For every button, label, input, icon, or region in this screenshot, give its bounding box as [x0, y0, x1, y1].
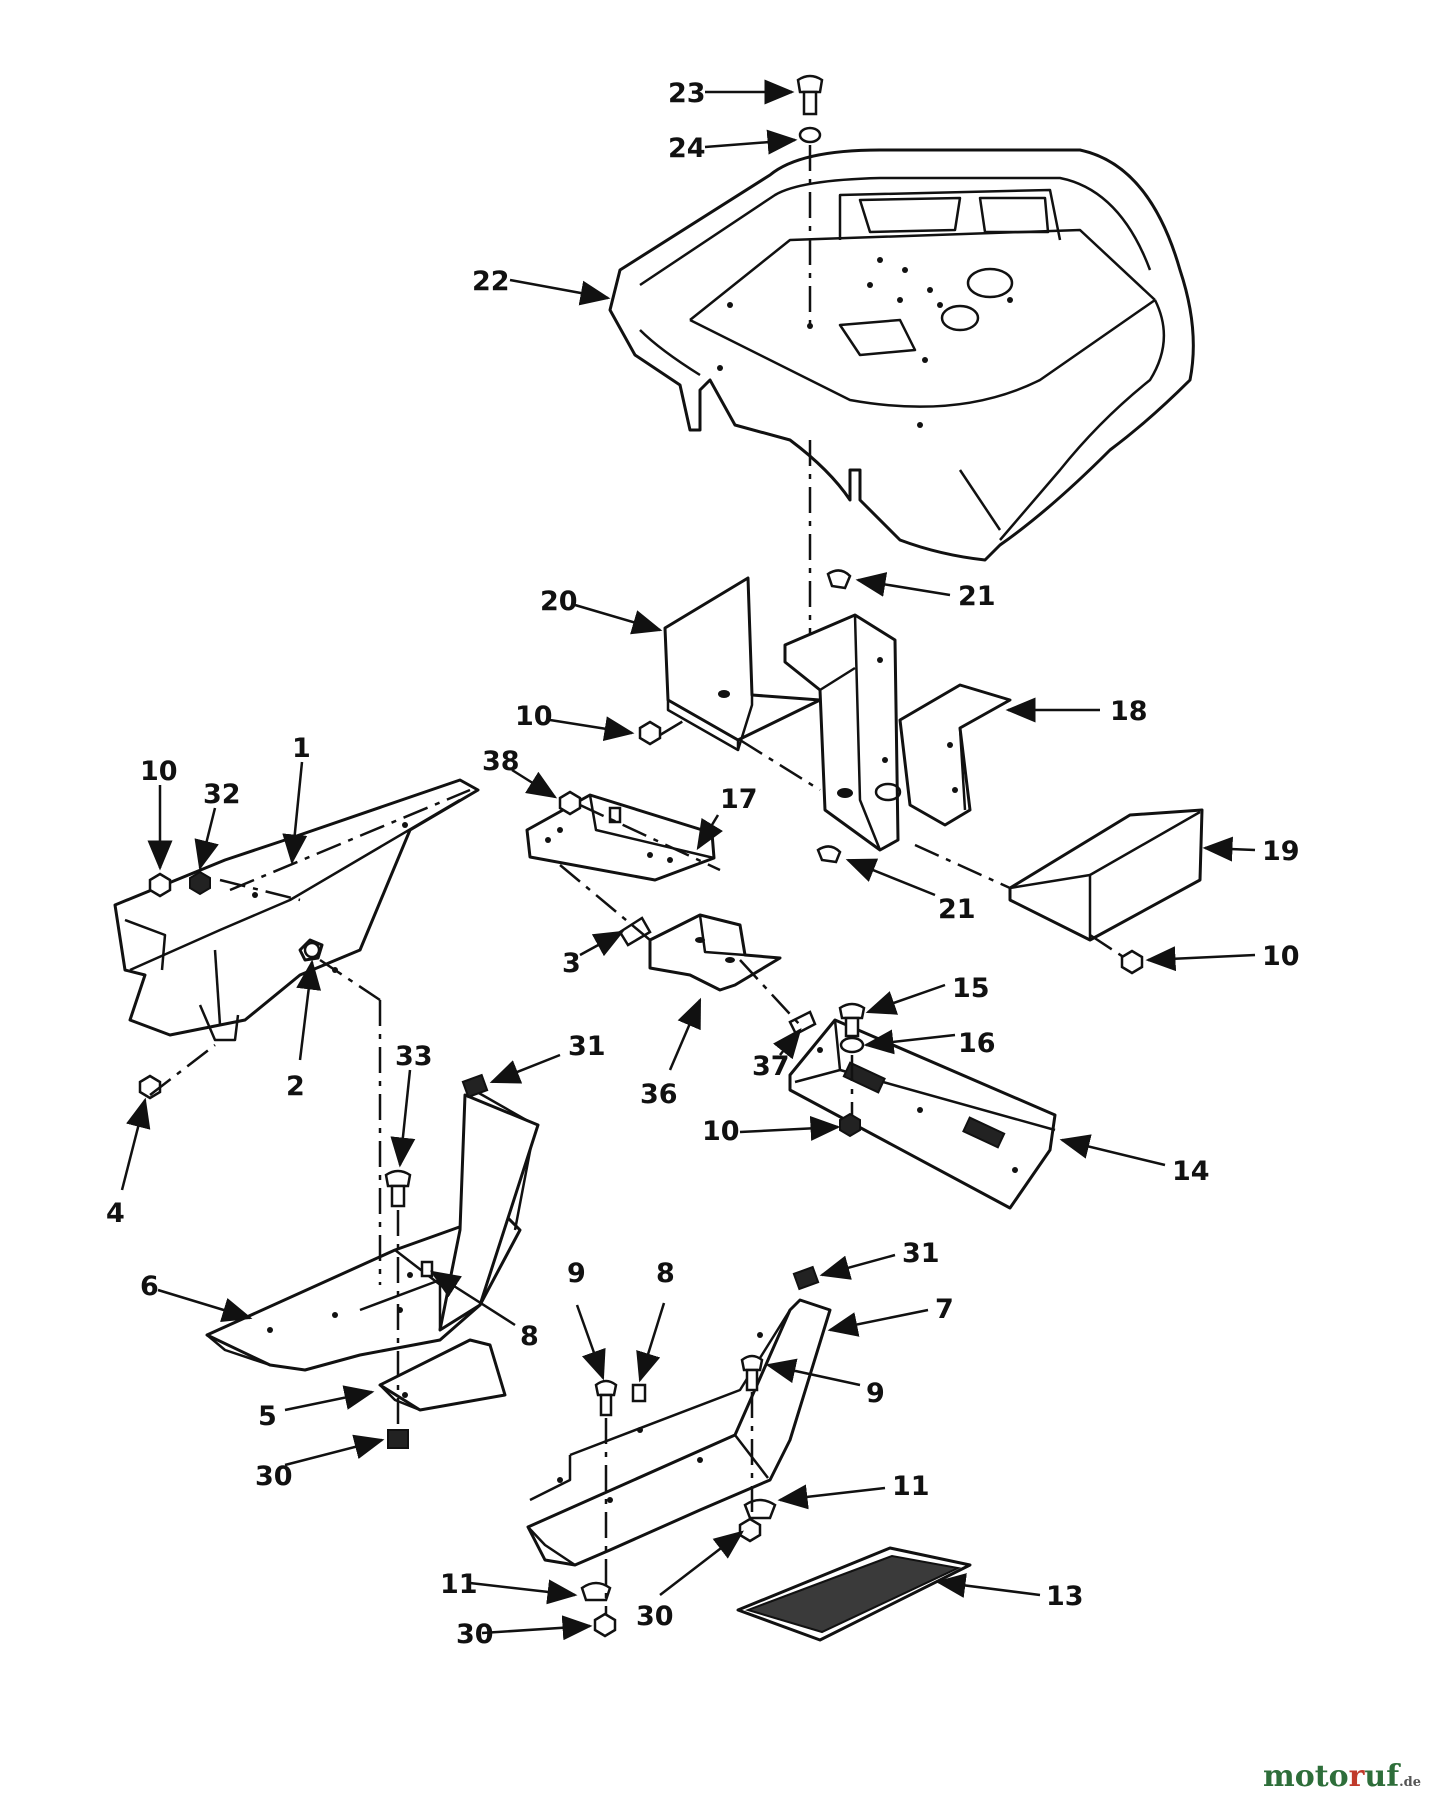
callout-label: 4 — [106, 1198, 125, 1229]
bracket-18 — [898, 683, 1012, 827]
callout-label: 6 — [140, 1271, 159, 1302]
callout-label: 24 — [668, 133, 706, 164]
callout-label: 10 — [1262, 941, 1300, 972]
callout-label: 31 — [902, 1238, 940, 1269]
callout-label: 21 — [938, 894, 976, 925]
callout-label: 21 — [958, 581, 996, 612]
callout-label: 38 — [482, 746, 520, 777]
callout-label: 17 — [720, 784, 758, 815]
bracket-36 — [648, 913, 782, 992]
callout-label: 10 — [140, 756, 178, 787]
footrest-7 — [526, 1298, 832, 1567]
callout-label: 9 — [567, 1258, 586, 1289]
callouts: 23 24 22 21 20 18 10 38 17 1 32 10 19 21… — [106, 78, 1300, 1650]
callout-label: 19 — [1262, 836, 1300, 867]
support-bracket-21 — [783, 613, 902, 852]
callout-label: 11 — [892, 1471, 930, 1502]
callout-label: 5 — [258, 1401, 277, 1432]
callout-label: 8 — [656, 1258, 675, 1289]
watermark-suffix: .de — [1399, 1775, 1421, 1790]
bracket-20 — [663, 576, 822, 752]
callout-label: 37 — [752, 1051, 790, 1082]
callout-label: 16 — [958, 1028, 996, 1059]
callout-label: 10 — [515, 701, 553, 732]
callout-label: 10 — [702, 1116, 740, 1147]
bolt-23-icon — [796, 74, 824, 116]
callout-label: 23 — [668, 78, 706, 109]
callout-label: 36 — [640, 1079, 678, 1110]
assembly-lines — [149, 718, 1126, 1615]
mat-13 — [736, 1546, 972, 1642]
footrest-6 — [205, 1086, 540, 1372]
callout-label: 30 — [456, 1619, 494, 1650]
callout-label: 3 — [562, 948, 581, 979]
callout-label: 30 — [255, 1461, 293, 1492]
callout-label: 18 — [1110, 696, 1148, 727]
watermark-part: moto — [1262, 1759, 1349, 1794]
callout-label: 7 — [935, 1294, 954, 1325]
bracket-17 — [525, 793, 716, 882]
callout-label: 14 — [1172, 1156, 1210, 1187]
side-panel-1 — [113, 778, 480, 1042]
washer-24-icon — [798, 126, 822, 144]
callout-label: 1 — [292, 733, 311, 764]
callout-label: 13 — [1046, 1581, 1084, 1612]
callout-label: 20 — [540, 586, 578, 617]
callout-label: 32 — [203, 779, 241, 810]
callout-label: 11 — [440, 1569, 478, 1600]
bracket-5 — [378, 1338, 507, 1412]
rail-14 — [788, 1018, 1057, 1210]
callout-label: 22 — [472, 266, 510, 297]
callout-label: 33 — [395, 1041, 433, 1072]
callout-label: 15 — [952, 973, 990, 1004]
fasteners — [138, 569, 1144, 1638]
callout-label: 30 — [636, 1601, 674, 1632]
watermark-part: r — [1348, 1759, 1365, 1794]
watermark-logo: motoruf.de — [1263, 1759, 1421, 1794]
callout-label: 31 — [568, 1031, 606, 1062]
callout-label: 9 — [866, 1378, 885, 1409]
callout-label: 8 — [520, 1321, 539, 1352]
plate-19 — [1008, 808, 1204, 942]
hood-panel — [608, 148, 1195, 562]
watermark-part: uf — [1364, 1759, 1400, 1794]
callout-label: 2 — [286, 1071, 305, 1102]
